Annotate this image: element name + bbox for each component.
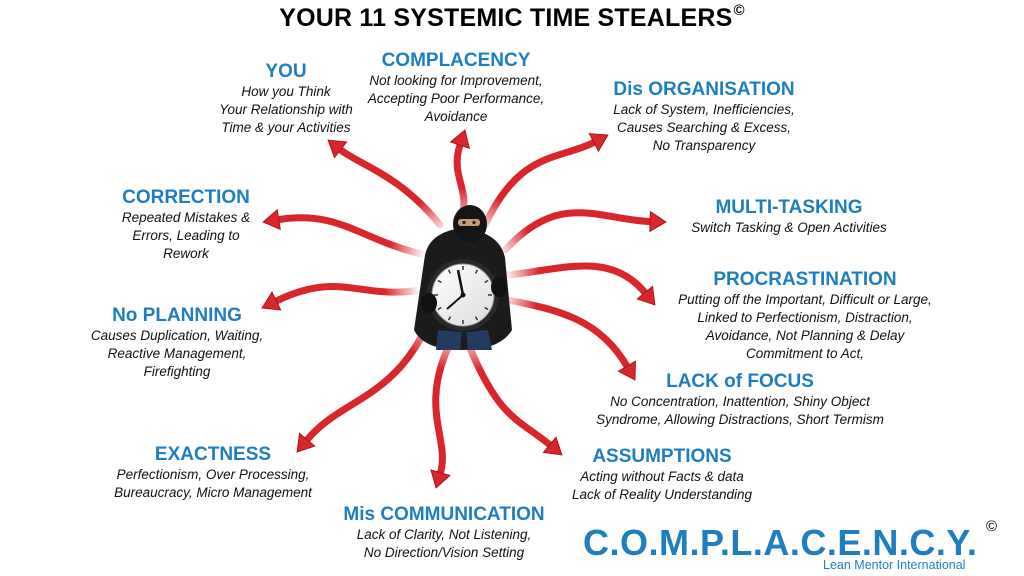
stealer-line: Lack of System, Inefficiencies, bbox=[576, 101, 832, 119]
stealer-heading: PROCRASTINATION bbox=[660, 268, 950, 291]
brand-copyright: © bbox=[986, 518, 997, 535]
stealer-miscommunication: Mis COMMUNICATION Lack of Clarity, Not L… bbox=[326, 503, 562, 562]
stealer-line: Syndrome, Allowing Distractions, Short T… bbox=[580, 411, 900, 429]
brand-company: Lean Mentor International bbox=[823, 558, 965, 572]
arrow-exactness bbox=[307, 330, 425, 440]
stealer-line: Repeated Mistakes & bbox=[86, 209, 286, 227]
stealer-assumptions: ASSUMPTIONS Acting without Facts & data … bbox=[552, 445, 772, 504]
stealer-line: Putting off the Important, Difficult or … bbox=[660, 291, 950, 309]
arrowhead-complacency bbox=[450, 130, 469, 148]
stealer-heading: MULTI-TASKING bbox=[666, 196, 912, 219]
stealer-line: Switch Tasking & Open Activities bbox=[666, 219, 912, 237]
stealer-heading: EXACTNESS bbox=[98, 443, 328, 466]
stealer-heading: No PLANNING bbox=[72, 304, 282, 327]
stealer-line: Avoidance bbox=[341, 108, 571, 126]
stealer-line: Reactive Management, bbox=[72, 345, 282, 363]
stealer-line: Acting without Facts & data bbox=[552, 468, 772, 486]
stealer-line: Bureaucracy, Micro Management bbox=[98, 484, 328, 502]
stealer-correction: CORRECTION Repeated Mistakes & Errors, L… bbox=[86, 186, 286, 263]
stealer-noplanning: No PLANNING Causes Duplication, Waiting,… bbox=[72, 304, 282, 381]
stealer-line: Commitment to Act, bbox=[660, 345, 950, 363]
stealer-line: Lack of Clarity, Not Listening, bbox=[326, 526, 562, 544]
stealer-line: Rework bbox=[86, 245, 286, 263]
arrowhead-multitasking bbox=[650, 212, 666, 232]
arrowhead-miscommunication bbox=[431, 470, 450, 488]
stealer-heading: LACK of FOCUS bbox=[580, 370, 900, 393]
stealer-line: Not looking for Improvement, bbox=[341, 72, 571, 90]
stealer-procrastination: PROCRASTINATION Putting off the Importan… bbox=[660, 268, 950, 363]
stealer-line: Causes Searching & Excess, bbox=[576, 119, 832, 137]
stealer-line: Lack of Reality Understanding bbox=[552, 486, 772, 504]
stealer-line: No Transparency bbox=[576, 137, 832, 155]
stealer-line: Avoidance, Not Planning & Delay bbox=[660, 327, 950, 345]
stealer-disorganisation: Dis ORGANISATION Lack of System, Ineffic… bbox=[576, 78, 832, 155]
stealer-complacency: COMPLACENCY Not looking for Improvement,… bbox=[341, 49, 571, 126]
stealer-line: Errors, Leading to bbox=[86, 227, 286, 245]
stealer-line: Linked to Perfectionism, Distraction, bbox=[660, 309, 950, 327]
brand-block: C.O.M.P.L.A.C.E.N.C.Y. © Lean Mentor Int… bbox=[583, 522, 1003, 564]
stealer-heading: COMPLACENCY bbox=[341, 49, 571, 72]
stealer-line: Causes Duplication, Waiting, bbox=[72, 327, 282, 345]
stealer-heading: Mis COMMUNICATION bbox=[326, 503, 562, 526]
stealer-multitasking: MULTI-TASKING Switch Tasking & Open Acti… bbox=[666, 196, 912, 237]
stealer-line: Perfectionism, Over Processing, bbox=[98, 466, 328, 484]
stealer-heading: ASSUMPTIONS bbox=[552, 445, 772, 468]
stealer-heading: CORRECTION bbox=[86, 186, 286, 209]
stealer-line: No Concentration, Inattention, Shiny Obj… bbox=[580, 393, 900, 411]
stealer-lackoffocus: LACK of FOCUS No Concentration, Inattent… bbox=[580, 370, 900, 429]
stealer-exactness: EXACTNESS Perfectionism, Over Processing… bbox=[98, 443, 328, 502]
stealer-line: No Direction/Vision Setting bbox=[326, 544, 562, 562]
stealer-heading: Dis ORGANISATION bbox=[576, 78, 832, 101]
stealer-line: Firefighting bbox=[72, 363, 282, 381]
stealer-line: Accepting Poor Performance, bbox=[341, 90, 571, 108]
thief-with-clock-icon bbox=[384, 188, 540, 372]
